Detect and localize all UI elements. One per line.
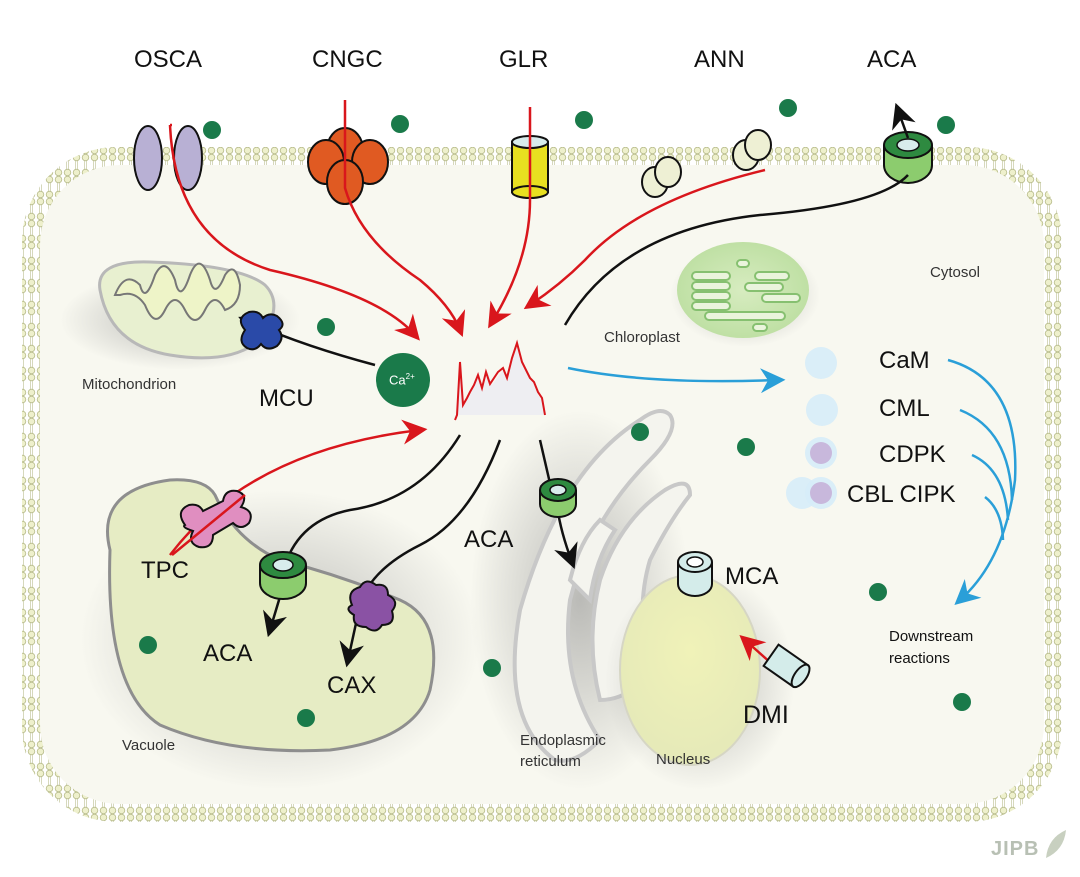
label-vacuole: Vacuole — [122, 737, 176, 754]
label-cdpk: CDPK — [879, 441, 946, 468]
cngc-channel — [307, 127, 389, 205]
calcium-signature-trace — [454, 339, 546, 421]
chloroplast — [677, 242, 809, 338]
calcium-base: Ca — [389, 372, 406, 388]
cax-transporter — [347, 580, 397, 632]
logo-leaf-icon — [1046, 830, 1066, 858]
label-downstream: Downstream reactions — [889, 626, 973, 670]
label-er-line1: Endoplasmic — [520, 732, 606, 749]
label-er: Endoplasmic reticulum — [520, 730, 606, 772]
label-downstream-line1: Downstream — [889, 628, 974, 645]
dmi-channel — [762, 643, 811, 689]
calcium-charge: 2+ — [405, 372, 415, 381]
mcu-transporter — [239, 310, 284, 351]
label-mca: MCA — [725, 563, 779, 590]
osca-channel — [133, 125, 203, 191]
label-nucleus: Nucleus — [656, 751, 711, 768]
label-aca-plasma: ACA — [867, 46, 917, 73]
label-glr: GLR — [499, 46, 549, 73]
aca-pump-er — [539, 478, 577, 518]
mitochondrion — [98, 260, 276, 360]
label-ann: ANN — [694, 46, 745, 73]
nucleus — [619, 574, 761, 766]
label-aca-vacuole: ACA — [203, 640, 253, 667]
calcium-ion-circle — [376, 353, 430, 407]
label-cngc: CNGC — [312, 46, 383, 73]
label-tpc: TPC — [141, 557, 189, 584]
label-cytosol: Cytosol — [930, 264, 981, 281]
label-downstream-line2: reactions — [889, 650, 950, 667]
mca-channel — [677, 551, 713, 597]
aca-pump-vacuole — [259, 551, 307, 600]
label-mitochondrion: Mitochondrion — [82, 376, 177, 393]
signaling-arrows — [567, 358, 1017, 605]
ann-protein — [641, 129, 772, 198]
label-chloroplast: Chloroplast — [604, 329, 680, 346]
journal-logo: JIPB — [991, 838, 1040, 860]
label-aca-er: ACA — [464, 526, 514, 553]
label-cax: CAX — [327, 672, 377, 699]
label-cam: CaM — [879, 347, 930, 374]
label-cbl-cipk: CBL CIPK — [847, 481, 956, 508]
calcium-ion-label: Ca2+ — [389, 372, 415, 387]
label-cml: CML — [879, 395, 930, 422]
label-dmi: DMI — [743, 701, 789, 729]
label-mcu: MCU — [259, 385, 314, 412]
label-er-line2: reticulum — [520, 753, 581, 770]
calcium-dots — [139, 99, 971, 727]
label-osca: OSCA — [134, 46, 203, 73]
sensor-circles — [786, 347, 838, 509]
aca-pump-plasma — [883, 131, 933, 184]
